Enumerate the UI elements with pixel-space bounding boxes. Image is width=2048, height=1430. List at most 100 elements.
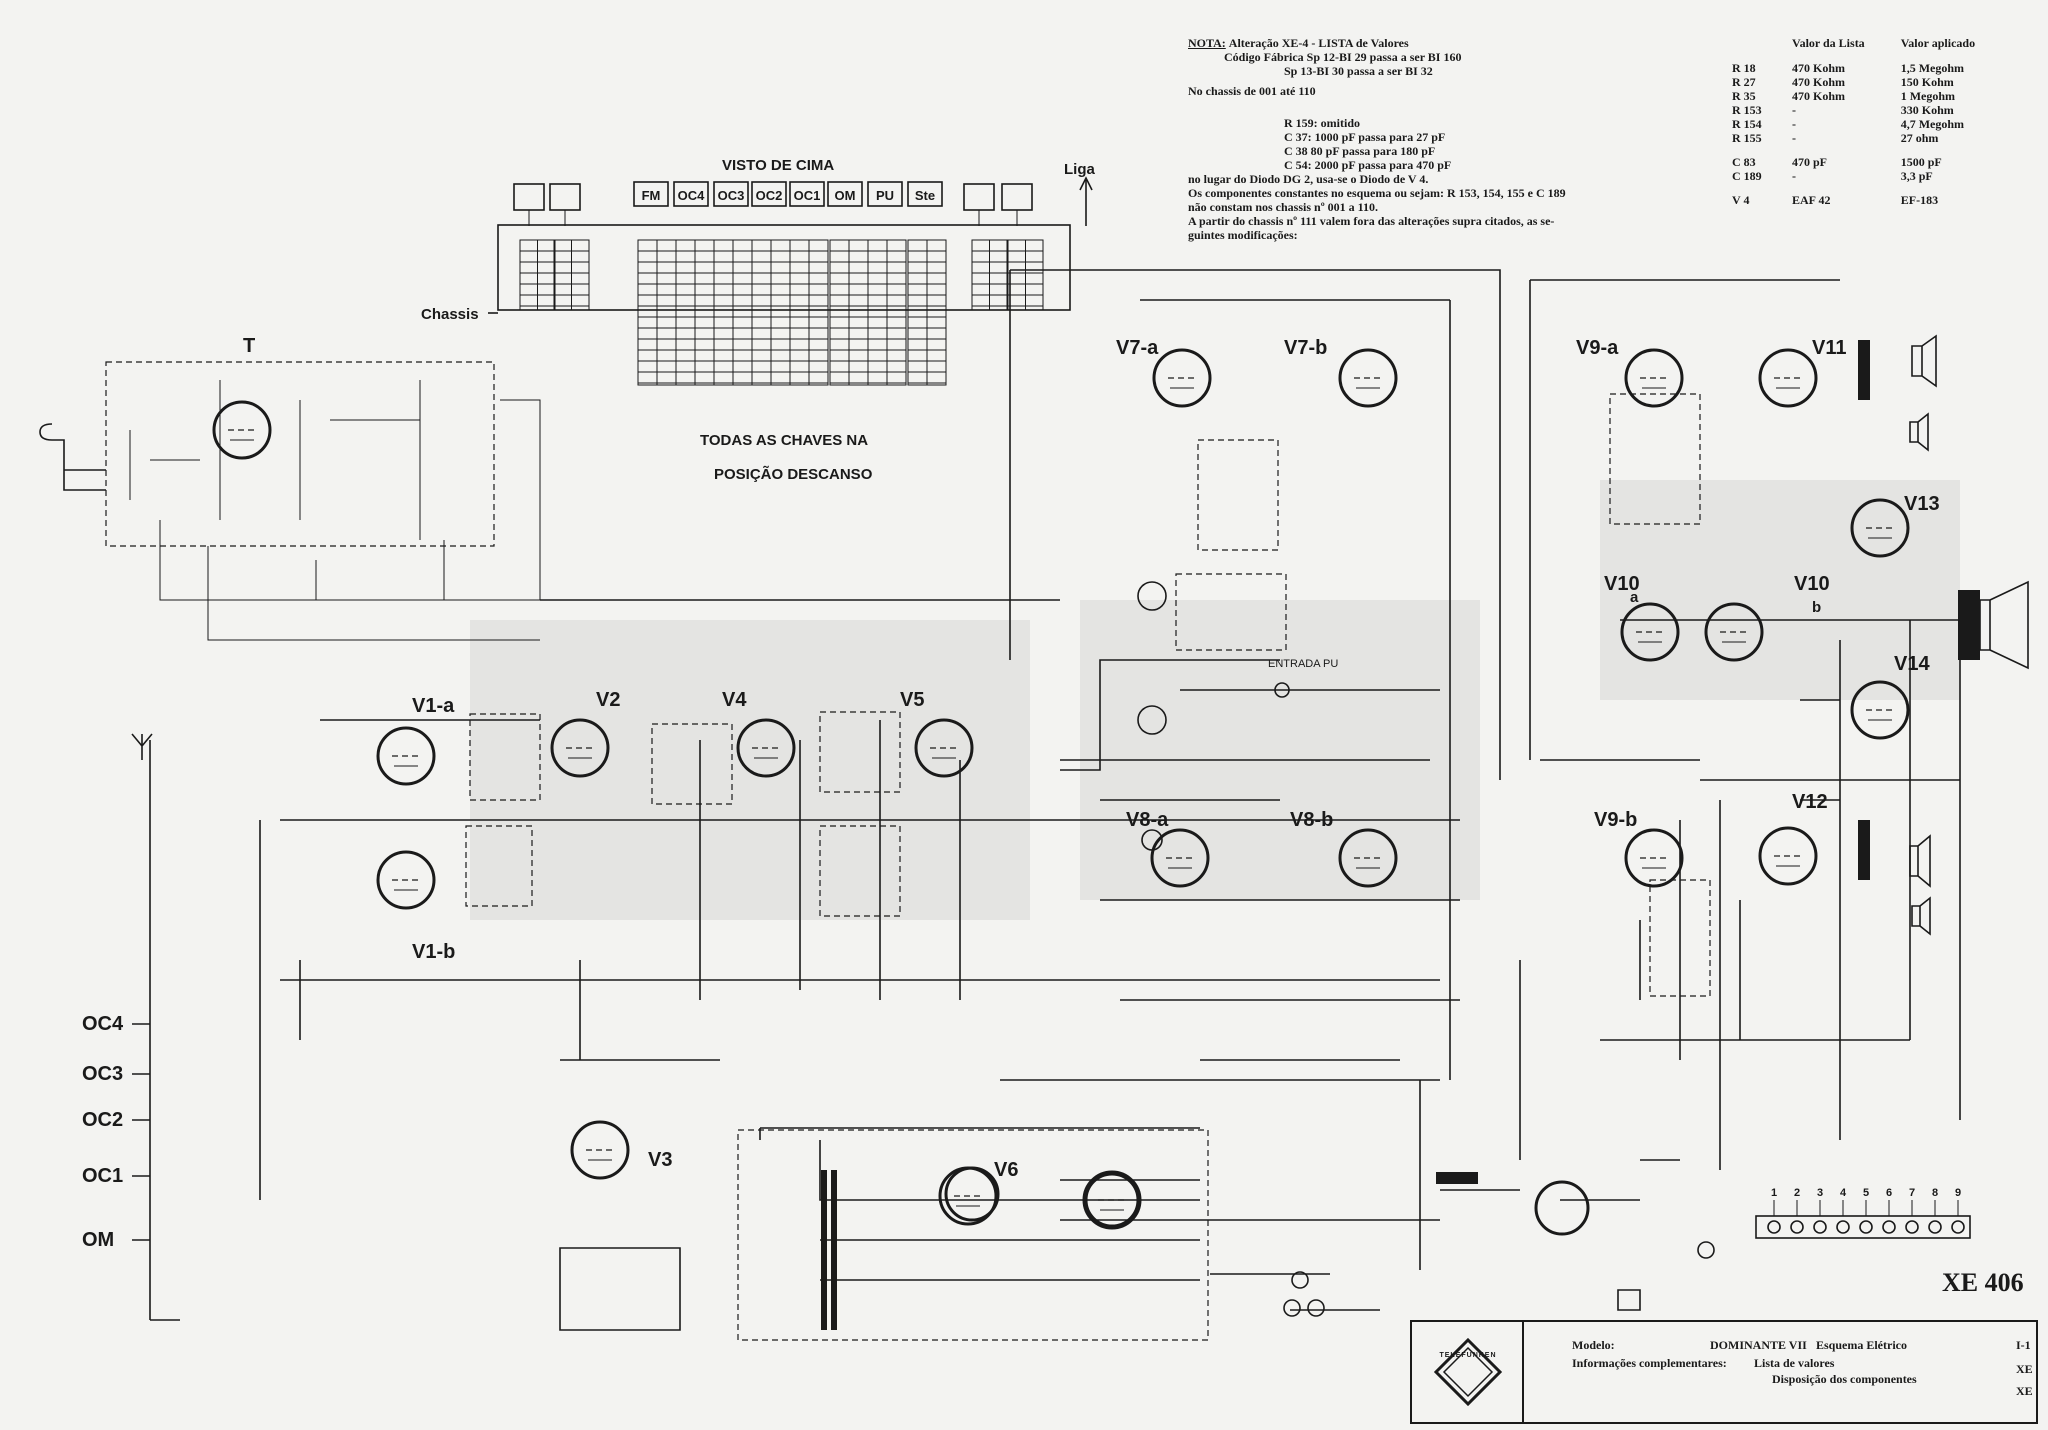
- terminal-4: 4: [1836, 1187, 1850, 1234]
- tube-symbol: [736, 718, 796, 778]
- tube-label-17: V13: [1904, 493, 1940, 515]
- contact-grid: [519, 239, 556, 311]
- tube-label-11: V9-a: [1576, 337, 1619, 359]
- terminal-8: 8: [1928, 1187, 1942, 1234]
- rest-note-line2: POSIÇÃO DESCANSO: [714, 465, 873, 483]
- choke-ch1: [1436, 1172, 1478, 1184]
- value-row: R 153-330 Kohm: [1732, 103, 2012, 117]
- switch-contact-box: [513, 183, 545, 226]
- pushbutton-fm: FM: [633, 181, 669, 207]
- terminal-1: 1: [1767, 1187, 1781, 1234]
- svg-text:9: 9: [1955, 1187, 1961, 1199]
- svg-text:OC4: OC4: [678, 188, 706, 203]
- value-cell-list: -: [1792, 117, 1796, 131]
- value-cell-ref: R 35: [1732, 89, 1756, 103]
- tube-label-13: V10: [1604, 573, 1640, 595]
- terminal-9: 9: [1951, 1187, 1965, 1234]
- contact-grid: [553, 239, 590, 311]
- tube-label-12: V9-b: [1594, 809, 1637, 831]
- band-label-oc2: OC2: [82, 1109, 123, 1131]
- contact-grid: [713, 239, 753, 386]
- band-label-oc1: OC1: [82, 1165, 123, 1187]
- tube-symbol: [1082, 1170, 1142, 1230]
- svg-text:5: 5: [1863, 1187, 1869, 1199]
- notes-line5: R 159: omitido: [1284, 116, 1360, 130]
- value-cell-list: -: [1792, 169, 1796, 183]
- svg-text:PU: PU: [876, 188, 894, 203]
- pushbutton-ste: Ste: [907, 181, 943, 207]
- tube-label-14: V10: [1794, 573, 1830, 595]
- svg-text:OC1: OC1: [794, 188, 821, 203]
- value-cell-ref: R 27: [1732, 75, 1756, 89]
- chassis-label: Chassis: [421, 306, 479, 323]
- tube-symbol: [1620, 602, 1680, 662]
- contact-grid: [829, 239, 869, 386]
- tube-symbol: [1624, 828, 1684, 888]
- svg-text:FM: FM: [642, 188, 661, 203]
- tube-sublabel-b: b: [1812, 599, 1821, 616]
- tube-label-10: V8-b: [1290, 809, 1333, 831]
- value-cell-ref: V 4: [1732, 193, 1750, 207]
- logo-text: TELEFUNKEN: [1439, 1352, 1497, 1359]
- contact-grid: [1007, 239, 1044, 311]
- tube-symbol: [1850, 680, 1910, 740]
- contact-grid: [789, 239, 829, 386]
- pushbutton-oc3: OC3: [713, 181, 749, 207]
- tube-label-15: V11: [1812, 337, 1846, 359]
- pu-input-jack: [1274, 682, 1290, 698]
- value-row: R 154-4,7 Megohm: [1732, 117, 2012, 131]
- wiring: [149, 269, 1961, 1331]
- svg-text:1: 1: [1771, 1187, 1777, 1199]
- revision-notes: NOTA: Alteração XE-4 - LISTA de Valores …: [1188, 36, 1688, 242]
- svg-text:8: 8: [1932, 1187, 1938, 1199]
- band-label-oc4: OC4: [82, 1013, 124, 1035]
- pushbutton-oc2: OC2: [751, 181, 787, 207]
- tuner-block: T: [39, 335, 541, 641]
- value-cell-applied: 3,3 pF: [1900, 169, 1933, 183]
- tube-label-4: V4: [722, 689, 747, 711]
- output-transformer: [1958, 590, 1980, 660]
- rest-note-line1: TODAS AS CHAVES NA: [700, 432, 868, 449]
- tube-label-3: V3: [648, 1149, 672, 1171]
- band-label-oc3: OC3: [82, 1063, 123, 1085]
- band-label-om: OM: [82, 1229, 114, 1251]
- switch-contact-box: [963, 183, 995, 226]
- value-cell-ref: C 83: [1732, 155, 1756, 169]
- antenna: [131, 733, 1163, 851]
- value-cell-list: 470 Kohm: [1792, 89, 1846, 103]
- terminal-circle: [1697, 1241, 1715, 1259]
- notes-line1: Alteração XE-4 - LISTA de Valores: [1228, 36, 1409, 50]
- speakers: [1858, 334, 2029, 936]
- scan-shade: [1080, 600, 1480, 900]
- tuner-label: T: [243, 335, 255, 357]
- svg-text:OC3: OC3: [718, 188, 745, 203]
- terminal-3: 3: [1813, 1187, 1827, 1234]
- tube-label-7: V7-a: [1116, 337, 1159, 359]
- value-cell-list: EAF 42: [1792, 193, 1831, 207]
- value-cell-ref: C 189: [1732, 169, 1762, 183]
- doc-type: Esquema Elétrico: [1816, 1338, 1907, 1352]
- value-row: C 189 - 3,3 pF: [1732, 169, 2012, 183]
- notes-title: NOTA:: [1188, 36, 1226, 50]
- value-cell-list: 470 pF: [1792, 155, 1828, 169]
- value-cell-applied: 1 Megohm: [1900, 89, 1956, 103]
- tube-label-2: V2: [596, 689, 620, 711]
- tube-symbol: [1758, 348, 1818, 408]
- notes-line4: No chassis de 001 até 110: [1188, 84, 1316, 98]
- pilot-lamp-icon: [1307, 1299, 1325, 1317]
- notes-line11: não constam nos chassis nº 001 a 110.: [1188, 200, 1378, 214]
- contact-grid: [971, 239, 1008, 311]
- switch-panel-title: VISTO DE CIMA: [722, 157, 834, 174]
- terminal-7: 7: [1905, 1187, 1919, 1234]
- tube-label-16: V12: [1792, 791, 1828, 813]
- tube-symbol: [212, 400, 272, 460]
- pushbutton-pu: PU: [867, 181, 903, 207]
- notes-line8: C 54: 2000 pF passa para 470 pF: [1284, 158, 1452, 172]
- value-cell-list: 470 Kohm: [1792, 75, 1846, 89]
